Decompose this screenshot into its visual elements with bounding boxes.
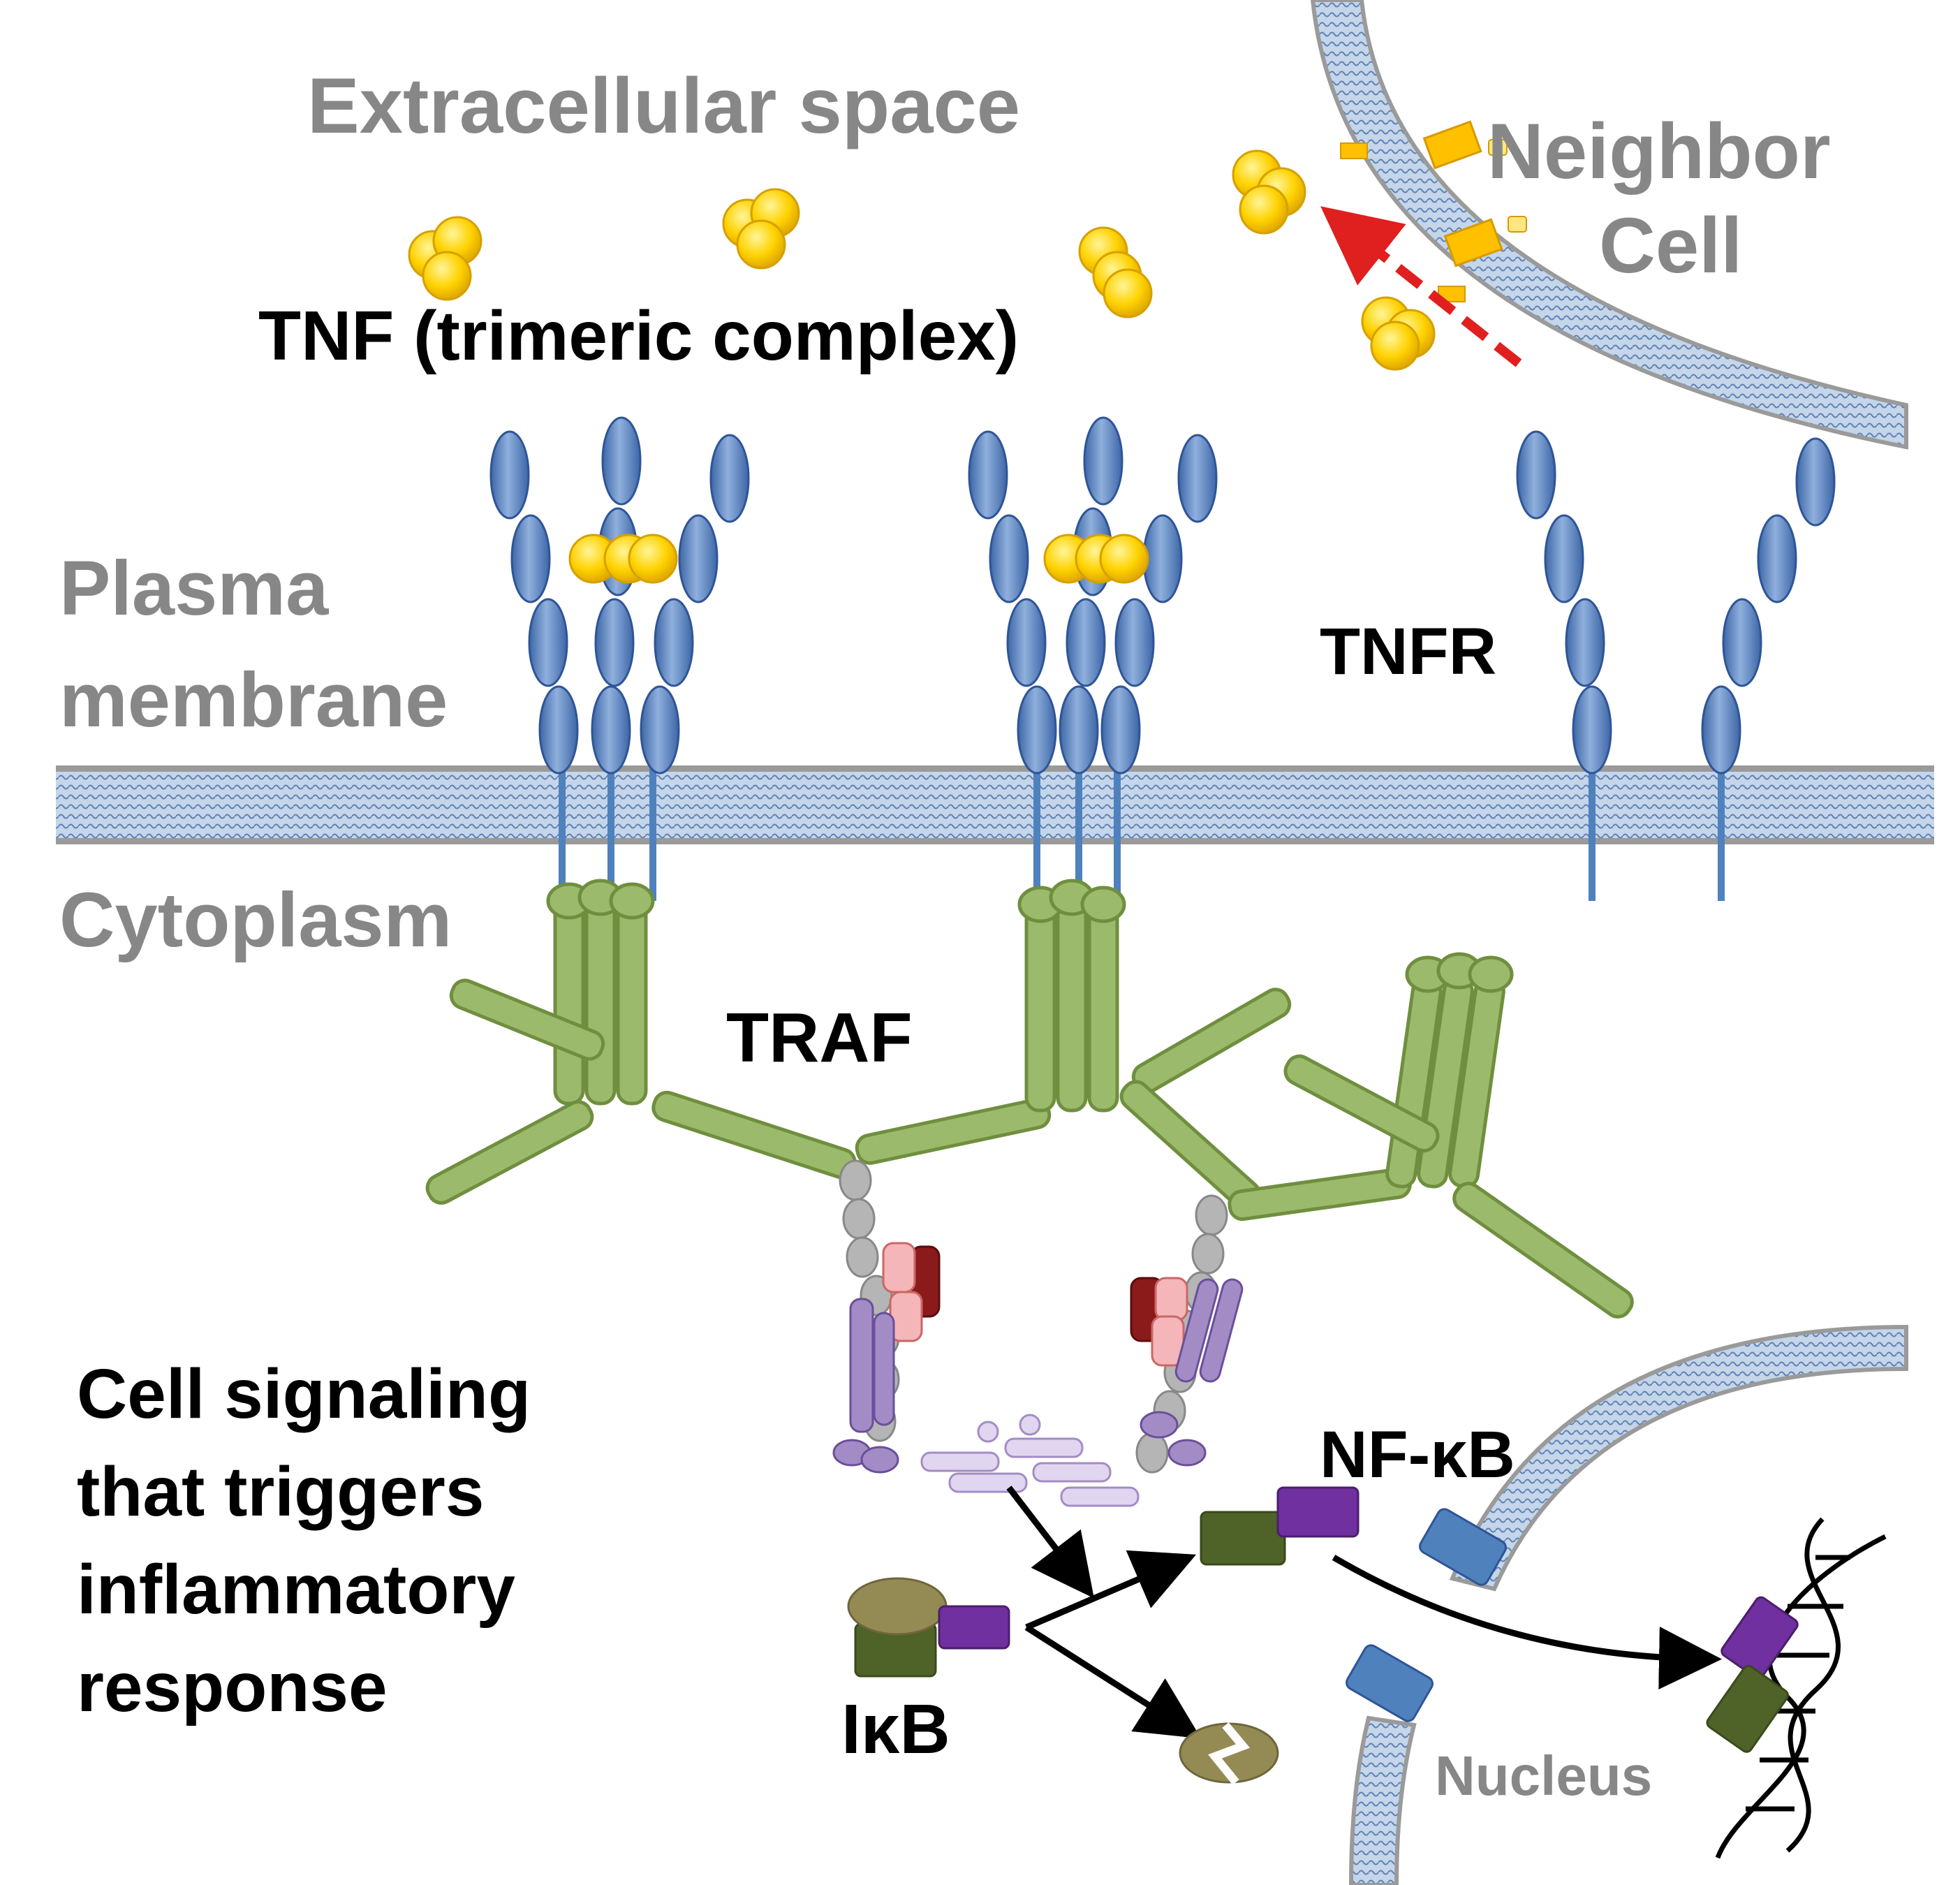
nfkb-dimer <box>1200 1486 1360 1566</box>
tnfr-cluster-middle <box>968 416 1218 901</box>
tnf-trimer-3 <box>1078 226 1153 318</box>
neighbor-cell-label-line1: Neighbor <box>1487 108 1831 195</box>
tnfr-monomer-2 <box>1701 437 1836 901</box>
degradation-arrow <box>1024 1624 1202 1739</box>
ikk-complex-right <box>1130 1194 1244 1474</box>
plasma-membrane-label-line2: membrane <box>59 657 448 743</box>
neighbor-cell-membrane <box>1310 0 1908 450</box>
ikb-nfkb-complex <box>847 1577 1010 1678</box>
tnf-trimer-2 <box>722 188 800 270</box>
plasma-membrane <box>56 765 1934 844</box>
tnfr-label: TNFR <box>1320 615 1496 689</box>
nucleus-label: Nucleus <box>1435 1745 1652 1807</box>
degraded-ikb <box>1179 1722 1279 1785</box>
nfkb-bound-dna <box>1706 1596 1799 1753</box>
signaling-label-line4: response <box>77 1648 388 1726</box>
translocation-arrow <box>1332 1555 1722 1690</box>
ubiquitin-chain <box>920 1414 1140 1507</box>
neighbor-cell-label-line2: Cell <box>1599 202 1742 289</box>
shedding-arrow <box>1320 206 1522 367</box>
released-tnf <box>1232 149 1306 235</box>
signaling-label-line2: that triggers <box>77 1453 484 1531</box>
tnfr-cluster-left <box>489 416 750 901</box>
membrane-bound-tnf <box>1361 296 1436 371</box>
signaling-label-line3: inflammatory <box>77 1550 515 1629</box>
ikk-complex-left <box>832 1159 941 1474</box>
release-arrow <box>1025 1550 1197 1631</box>
plasma-membrane-label-line1: Plasma <box>59 545 329 631</box>
extracellular-space-label: Extracellular space <box>307 62 1020 149</box>
tnfr-monomer-1 <box>1516 430 1612 901</box>
traf-network <box>425 879 1634 1319</box>
tnf-trimer-1 <box>408 216 482 301</box>
nfkb-label: NF-κB <box>1320 1418 1515 1492</box>
cytoplasm-label: Cytoplasm <box>59 877 452 963</box>
activation-arrow <box>1006 1486 1094 1599</box>
ikb-label: IκB <box>841 1690 950 1768</box>
signaling-label-line1: Cell signaling <box>77 1355 531 1433</box>
nuclear-membrane <box>1346 1324 1908 1885</box>
tnf-label: TNF (trimeric complex) <box>258 297 1019 375</box>
traf-label: TRAF <box>726 999 913 1077</box>
